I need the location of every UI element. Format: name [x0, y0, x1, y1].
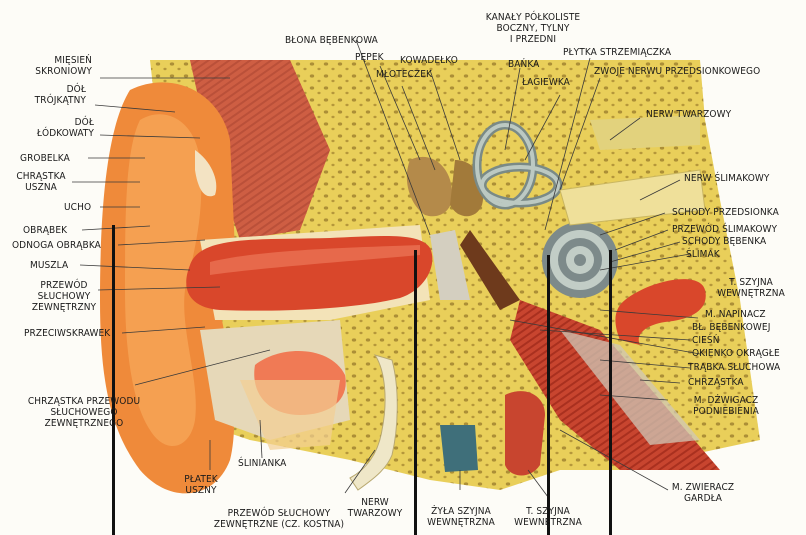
internal-jugular-vein	[440, 425, 478, 472]
cochlea	[542, 222, 618, 298]
label-umbo: PĘPEK	[355, 52, 384, 63]
label-parotid-gland: ŚLINIANKA	[238, 458, 286, 469]
label-cartilage: CHRZĄSTKA	[688, 377, 744, 388]
label-concha: MUSZLA	[30, 260, 68, 271]
label-scala-vestibuli: SCHODY PRZEDSIONKA	[672, 207, 779, 218]
label-malleus: MŁOTECZEK	[376, 69, 432, 80]
internal-carotid-bottom	[505, 391, 545, 475]
label-cochlear-duct: PRZEWÓD ŚLIMAKOWY	[672, 224, 777, 235]
label-round-window: OKIENKO OKRĄGŁE	[692, 348, 780, 359]
label-cochlear-nerve: NERW ŚLIMAKOWY	[684, 173, 770, 184]
label-scala-tympani: SCHODY BĘBENKA	[682, 236, 766, 247]
label-semicircular-canals: KANAŁY PÓŁKOLISTE BOCZNY, TYLNY I PRZEDN…	[470, 12, 596, 45]
label-bony-canal: PRZEWÓD SŁUCHOWY ZEWNĘTRZNE (CZ. KOSTNA)	[205, 508, 353, 530]
label-internal-carotid-right: T. SZYJNA WEWNĘTRZNA	[710, 277, 792, 299]
label-isthmus: CIEŚŃ	[692, 335, 720, 346]
label-helix: OBRĄBEK	[23, 225, 67, 236]
label-tympanic-membrane: BŁONA BĘBENKOWA	[285, 35, 378, 46]
label-antitragus: PRZECIWSKRAWEK	[24, 328, 110, 339]
label-stapes-footplate: PŁYTKA STRZEMIĄCZKA	[563, 47, 671, 58]
label-tensor-tympani-2: BŁ. BĘBENKOWEJ	[692, 322, 770, 333]
label-external-auditory-canal: PRZEWÓD SŁUCHOWY ZEWNĘTRZNY	[28, 280, 100, 313]
label-incus: KOWADEŁKO	[400, 55, 458, 66]
label-facial-nerve-bottom: NERW TWARZOWY	[337, 497, 413, 519]
label-internal-carotid-bottom: T. SZYJNA WEWNĘTRZNA	[508, 506, 588, 528]
label-internal-jugular-vein: ŻYŁA SZYJNA WEWNĘTRZNA	[418, 506, 504, 528]
label-auricular-cartilage: CHRĄSTKA USZNA	[10, 171, 72, 193]
label-ear: UCHO	[64, 202, 91, 213]
label-eustachian-tube: TRĄBKA SŁUCHOWA	[688, 362, 780, 373]
label-vestibular-ganglion: ZWOJE NERWU PRZEDSIONKOWEGO	[594, 66, 760, 77]
label-levator-veli-palatini: M. DŹWIGACZ PODNIEBIENIA	[665, 395, 787, 417]
label-tensor-tympani: M. NAPINACZ	[705, 309, 766, 320]
label-cochlea: ŚLIMAK	[686, 249, 720, 260]
label-utricle: ŁAGIEWKA	[522, 77, 570, 88]
label-pharyngeal-constrictor: M. ZWIERACZ GARDŁA	[662, 482, 744, 504]
label-ampulla: BAŃKA	[508, 59, 539, 70]
label-canal-cartilage: CHRZĄSTKA PRZEWODU SŁUCHOWEGO ZEWNĘTRZNE…	[14, 396, 154, 429]
label-temporal-muscle: MIĘSIEŃ SKRONIOWY	[6, 55, 92, 77]
label-crus-helix: ODNOGA OBRĄBKA	[12, 240, 101, 251]
label-earlobe: PŁATEK USZNY	[170, 474, 232, 496]
label-triangular-fossa: DÓŁ TRÓJKĄTNY	[6, 84, 86, 106]
label-facial-nerve-right: NERW TWARZOWY	[646, 109, 731, 120]
label-antihelix: GROBELKA	[20, 153, 70, 164]
label-scaphoid-fossa: DÓŁ ŁÓDKOWATY	[6, 117, 94, 139]
